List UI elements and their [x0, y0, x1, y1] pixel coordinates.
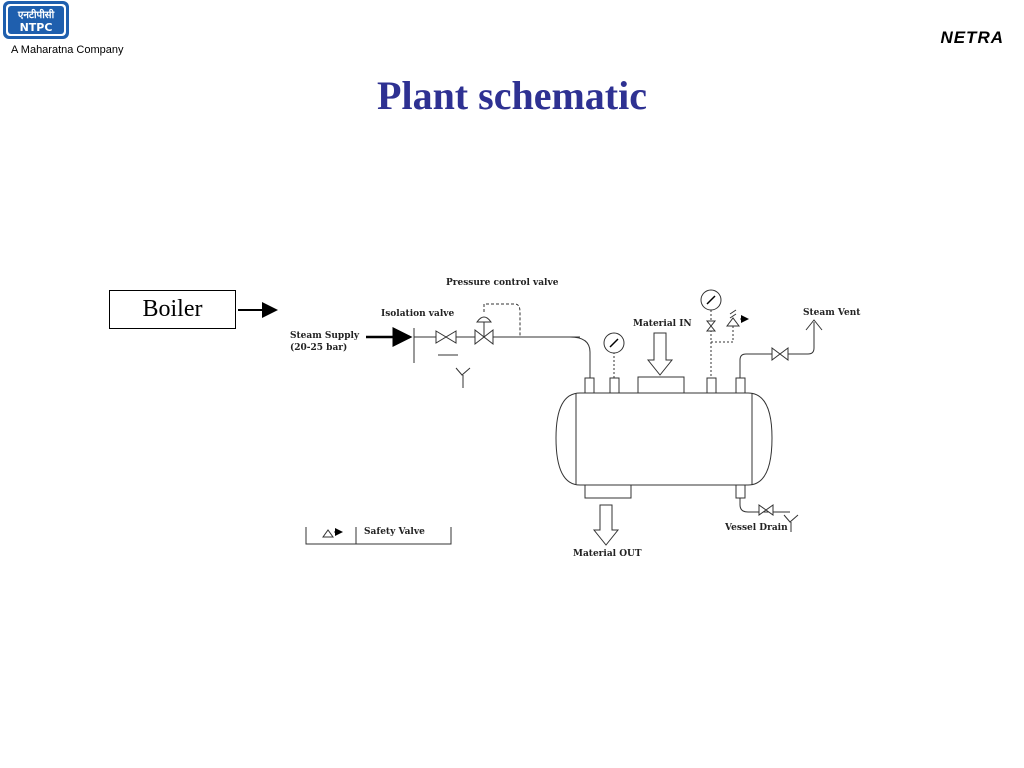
logo-hindi-text: एनटीपीसी [17, 8, 55, 21]
pressure-gauge-icon [603, 332, 625, 354]
steam-supply-pressure-label: (20-25 bar) [290, 342, 347, 353]
safety-valve-icon [726, 309, 749, 327]
material-out-arrow [592, 504, 620, 546]
pressure-control-valve-icon [474, 316, 494, 346]
drain-funnel-icon [783, 514, 799, 532]
supply-drain-icon [455, 367, 471, 388]
logo-ntpc-text: NTPC [20, 21, 53, 34]
netra-brand: NETRA [940, 28, 1004, 47]
material-in-port [637, 376, 685, 394]
drain-valve-icon [758, 504, 774, 516]
vent-pipe [739, 322, 815, 378]
isolation-valve-icon [435, 330, 457, 344]
steam-supply-label: Steam Supply [290, 331, 360, 341]
pressure-gauge-top-icon [700, 289, 722, 311]
vessel-body [555, 392, 773, 486]
isolation-valve-label: Isolation valve [381, 309, 454, 319]
pressure-control-valve-label: Pressure control valve [446, 278, 559, 288]
material-out-label: Material OUT [573, 549, 642, 559]
material-out-port [584, 484, 632, 499]
material-in-arrow [646, 332, 674, 376]
vessel-drain-label: Vessel Drain [724, 523, 788, 533]
ntpc-logo: एनटीपीसी NTPC [2, 0, 70, 40]
vent-valve-icon [771, 347, 789, 361]
control-signal-line [483, 303, 521, 337]
tagline: A Maharatna Company [11, 44, 124, 56]
drain-pipe [739, 498, 790, 513]
legend-safety-valve-label: Safety Valve [364, 527, 425, 537]
slide-title: Plant schematic [377, 73, 647, 118]
material-in-label: Material IN [633, 319, 692, 329]
legend-box [305, 527, 452, 545]
boiler-callout: Boiler [109, 290, 236, 329]
legend-safety-valve-icon [322, 528, 343, 538]
steam-vent-label: Steam Vent [803, 308, 861, 318]
